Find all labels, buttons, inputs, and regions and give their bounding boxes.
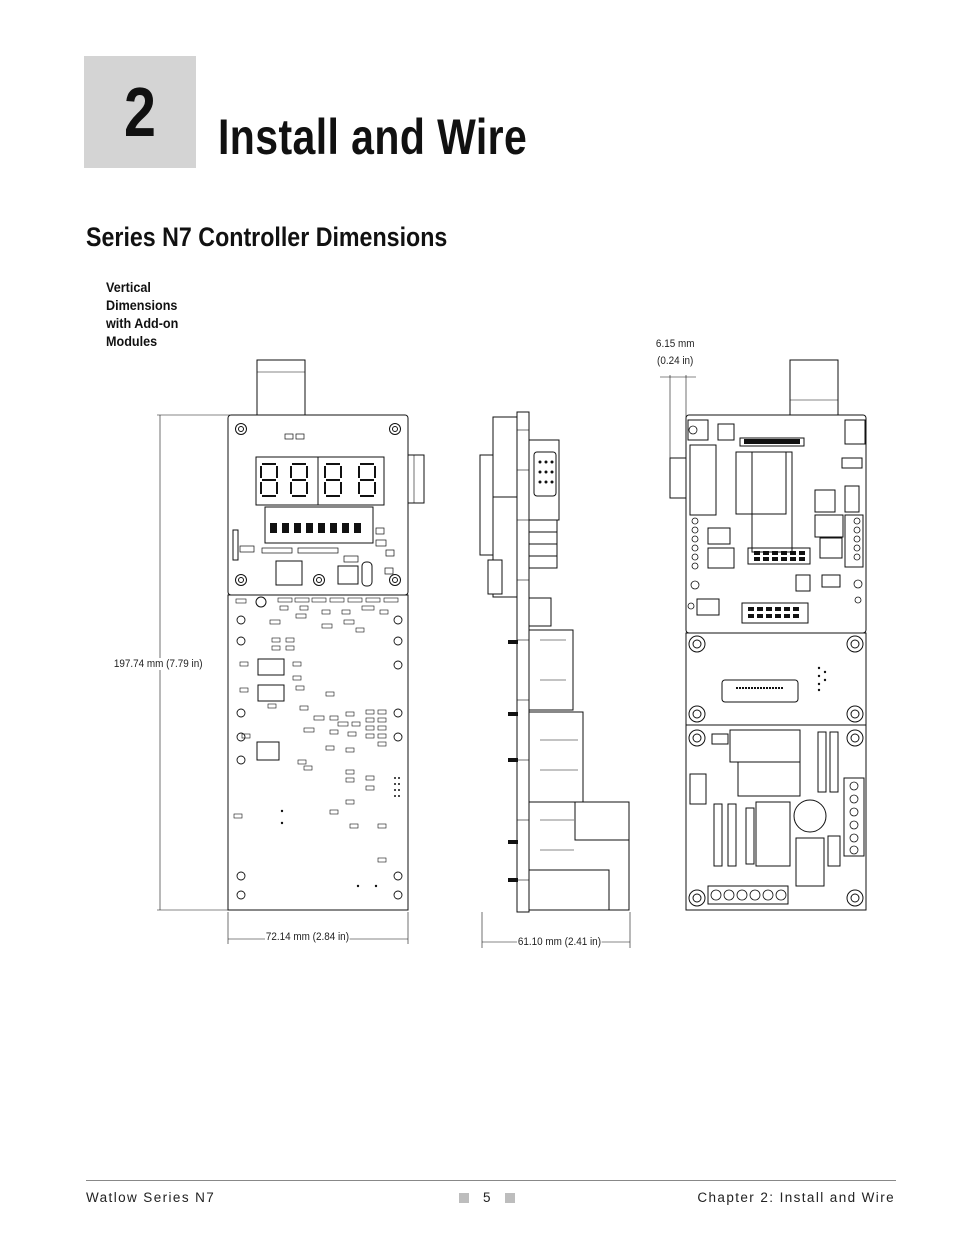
caption-line: Dimensions	[106, 297, 178, 313]
height-dimension-label: 197.74 mm (7.79 in)	[113, 658, 204, 670]
chapter-number: 2	[124, 73, 156, 151]
offset-dimension-label: 6.15 mm (0.24 in)	[650, 336, 700, 370]
back-view	[660, 359, 867, 911]
footer-product: Watlow Series N7	[86, 1190, 216, 1205]
section-title: Series N7 Controller Dimensions	[86, 222, 448, 252]
offset-label-in: (0.24 in)	[657, 355, 694, 367]
offset-label-mm: 6.15 mm	[655, 338, 695, 350]
footer-square-left	[459, 1193, 469, 1203]
caption-line: Vertical	[106, 279, 151, 295]
front-width-dimension-label: 72.14 mm (2.84 in)	[265, 931, 350, 943]
chapter-number-box: 2	[84, 56, 196, 168]
caption-line: with Add-on	[106, 315, 179, 331]
footer-square-right	[505, 1193, 515, 1203]
footer-rule	[86, 1180, 896, 1181]
front-view	[227, 359, 425, 944]
side-width-dimension-label: 61.10 mm (2.41 in)	[517, 936, 602, 948]
figure-caption: Vertical Dimensions with Add-on Modules	[106, 278, 205, 350]
side-view	[479, 411, 631, 948]
chapter-title: Install and Wire	[218, 109, 528, 165]
page-number: 5	[483, 1190, 491, 1205]
caption-line: Modules	[106, 333, 158, 349]
footer-chapter: Chapter 2: Install and Wire	[697, 1190, 895, 1205]
